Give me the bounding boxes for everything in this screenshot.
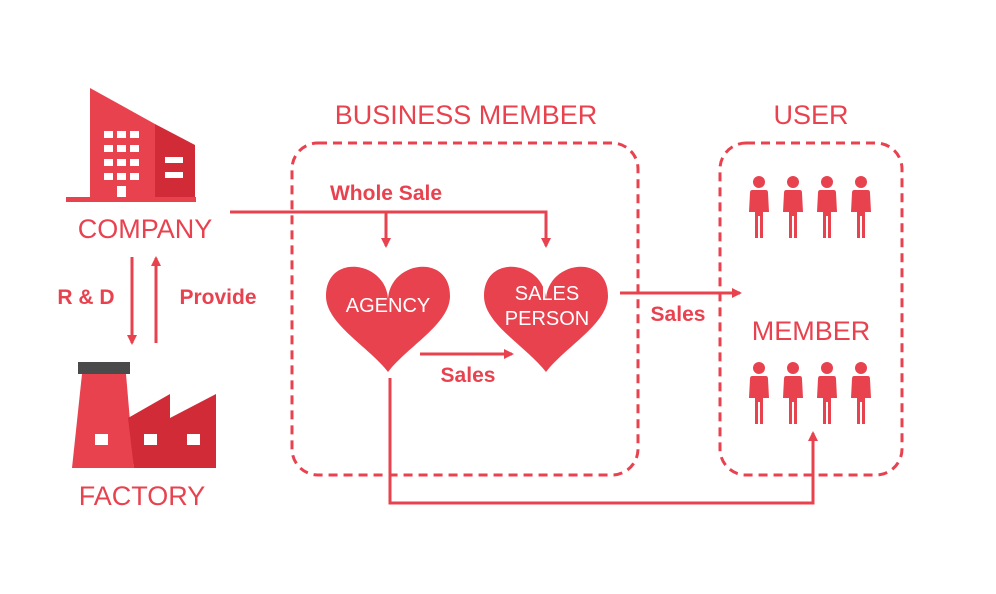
business-member-title: BUSINESS MEMBER [335,100,598,130]
wholesale-arrow-salesperson [230,210,551,248]
company-label: COMPANY [78,214,213,244]
factory-label: FACTORY [79,481,206,511]
person-icon [817,362,837,424]
user-people-group [749,176,871,238]
salesperson-sales-label: Sales [651,303,706,326]
provide-label: Provide [179,286,256,309]
agency-to-member-arrow [388,378,818,505]
person-icon [783,176,803,238]
business-member-box [290,141,640,477]
salesperson-label-line2: PERSON [505,308,589,330]
rnd-label: R & D [57,286,114,309]
agency-label: AGENCY [346,295,430,317]
wholesale-label: Whole Sale [330,182,442,205]
factory-icon [72,362,216,468]
person-icon [817,176,837,238]
company-building-icon [66,88,196,202]
person-icon [783,362,803,424]
user-box [718,141,904,477]
person-icon [851,176,871,238]
person-icon [851,362,871,424]
salesperson-label-line1: SALES [515,283,579,305]
user-title: USER [773,100,848,130]
member-people-group [749,362,871,424]
person-icon [749,362,769,424]
agency-sales-label: Sales [441,364,496,387]
person-icon [749,176,769,238]
agency-heart-icon [326,266,450,372]
member-label: MEMBER [752,316,871,346]
